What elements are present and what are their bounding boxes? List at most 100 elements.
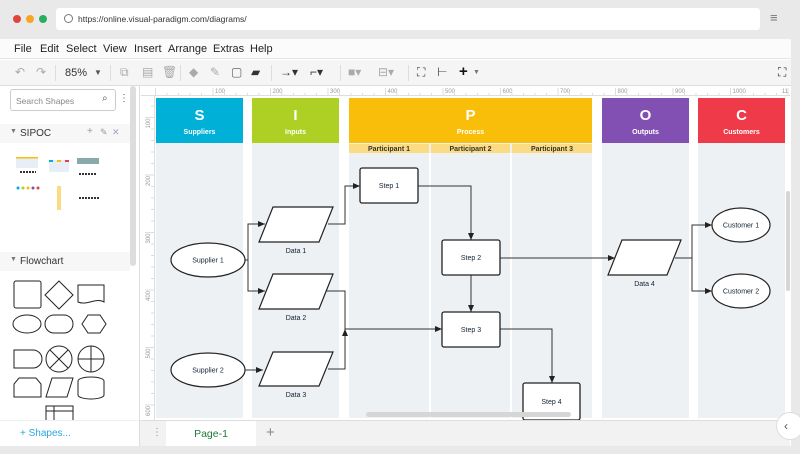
- zoom-dropdown-icon[interactable]: ▼: [94, 68, 102, 77]
- tab-page-1[interactable]: Page-1: [166, 421, 256, 447]
- close-icon[interactable]: ✕: [112, 127, 120, 137]
- step-1[interactable]: [359, 167, 419, 204]
- page-menu-icon[interactable]: ⋮: [152, 427, 162, 438]
- horizontal-scrollbar[interactable]: [366, 412, 571, 417]
- supplier-2-label: Supplier 2: [192, 368, 224, 375]
- add-page-icon[interactable]: +: [266, 424, 275, 441]
- url-bar[interactable]: https://online.visual-paradigm.com/diagr…: [56, 8, 760, 30]
- fit-width-icon[interactable]: ⊢: [437, 65, 448, 79]
- ruler-label: 500: [445, 89, 456, 95]
- menu-view[interactable]: View: [103, 43, 127, 55]
- paste-icon[interactable]: ▤: [142, 65, 154, 79]
- menu-arrange[interactable]: Arrange: [168, 43, 208, 55]
- collapse-icon: ▼: [10, 256, 17, 263]
- sipoc-shape-thumbnails[interactable]: [10, 152, 110, 212]
- section-title: SIPOC: [20, 128, 52, 139]
- menu-edit[interactable]: Edit: [40, 43, 59, 55]
- menu-file[interactable]: File: [14, 43, 32, 55]
- menu-help[interactable]: Help: [250, 43, 273, 55]
- data-2[interactable]: [258, 273, 334, 310]
- arrange-icon[interactable]: ■▾: [348, 65, 362, 79]
- fill-color-icon[interactable]: ◆: [189, 65, 199, 79]
- supplier-2[interactable]: [170, 352, 246, 388]
- menu-insert[interactable]: Insert: [134, 43, 162, 55]
- maximize-dot[interactable]: [39, 15, 47, 23]
- connector: [328, 329, 348, 370]
- ruler-label: 200: [273, 89, 284, 95]
- ruler-label: 800: [618, 89, 629, 95]
- participant-header: [431, 144, 510, 153]
- step-3-label: Step 3: [461, 327, 481, 334]
- insert-icon[interactable]: +: [459, 63, 468, 80]
- copy-icon[interactable]: ⧉: [120, 65, 129, 79]
- ruler-label: 300: [330, 89, 341, 95]
- align-icon[interactable]: ⊟▾: [378, 65, 395, 79]
- search-icon[interactable]: ⌕: [102, 93, 108, 104]
- section-sipoc[interactable]: ▼SIPOC + ✎ ✕: [0, 124, 130, 143]
- participant-header: [349, 144, 429, 153]
- minimize-dot[interactable]: [26, 15, 34, 23]
- supplier-1[interactable]: [170, 242, 246, 278]
- connector: [500, 328, 555, 383]
- window-frame: [0, 446, 800, 454]
- line-color-icon[interactable]: ✎: [210, 65, 221, 79]
- ruler-label: 1000: [733, 89, 747, 95]
- zoom-select[interactable]: 85%: [65, 67, 88, 79]
- data-2-label: Data 2: [286, 315, 307, 322]
- sidebar-scrollbar[interactable]: [130, 86, 136, 266]
- ruler-label: 400: [146, 290, 152, 301]
- step-2[interactable]: [441, 239, 501, 276]
- add-icon[interactable]: +: [87, 126, 93, 137]
- divider: [110, 65, 111, 81]
- step-3[interactable]: [441, 311, 501, 348]
- more-icon[interactable]: ⋮: [119, 93, 129, 104]
- redo-icon[interactable]: ↷: [36, 65, 47, 79]
- lane-header-suppliers[interactable]: [156, 98, 243, 143]
- ruler-label: 600: [146, 405, 152, 416]
- fullscreen-icon[interactable]: ⛶: [778, 65, 787, 79]
- data-1[interactable]: [258, 206, 334, 243]
- undo-icon[interactable]: ↶: [15, 65, 26, 79]
- participant-label: Participant 3: [531, 146, 573, 153]
- lane-title: Process: [457, 129, 484, 136]
- lane-header-process[interactable]: [349, 98, 592, 143]
- customer-1[interactable]: [711, 207, 771, 243]
- section-flowchart[interactable]: ▼Flowchart: [0, 252, 130, 271]
- menu-extras[interactable]: Extras: [213, 43, 245, 55]
- close-dot[interactable]: [13, 15, 21, 23]
- lane-header-outputs[interactable]: [602, 98, 689, 143]
- data-3[interactable]: [258, 351, 334, 387]
- divider: [271, 65, 272, 81]
- fit-page-icon[interactable]: ⛶: [417, 65, 426, 79]
- collapse-panel-button[interactable]: ‹: [776, 412, 800, 440]
- shadow-icon[interactable]: ▢: [231, 65, 243, 79]
- toolbar: ↶ ↷ 85% ▼ ⧉ ▤ 🗑 ◆ ✎ ▢ ▰ →▾ ⌐▾ ■▾ ⊟▾ ⛶ ⊢ …: [0, 60, 800, 86]
- vertical-scrollbar[interactable]: [786, 191, 790, 291]
- participant-label: Participant 2: [449, 146, 491, 153]
- insert-dropdown-icon[interactable]: ▼: [473, 69, 480, 76]
- step-4[interactable]: [522, 382, 581, 420]
- step-1-label: Step 1: [379, 183, 399, 190]
- lane-title: Suppliers: [184, 129, 216, 136]
- lane-header-inputs[interactable]: [252, 98, 339, 143]
- step-2-label: Step 2: [461, 255, 481, 262]
- data-3-label: Data 3: [286, 392, 307, 399]
- lane-title: Customers: [723, 129, 760, 136]
- lane-header-customers[interactable]: [698, 98, 785, 143]
- data-4[interactable]: [607, 239, 682, 276]
- search-shapes-input[interactable]: Search Shapes: [10, 89, 116, 111]
- edit-icon[interactable]: ✎: [100, 127, 108, 137]
- customer-2[interactable]: [711, 273, 771, 309]
- menu-select[interactable]: Select: [66, 43, 97, 55]
- format-painter-icon[interactable]: ▰: [251, 65, 261, 79]
- ruler-label: 400: [388, 89, 399, 95]
- connector-style-icon[interactable]: →▾: [280, 65, 299, 79]
- section-title: Flowchart: [20, 256, 64, 267]
- more-shapes-button[interactable]: + Shapes...: [20, 428, 71, 439]
- flowchart-shape-thumbnails[interactable]: [10, 278, 110, 420]
- waypoint-icon[interactable]: ⌐▾: [310, 65, 324, 79]
- browser-menu-icon[interactable]: ≡: [770, 10, 778, 25]
- delete-icon[interactable]: 🗑: [162, 65, 178, 79]
- participant-label: Participant 1: [368, 146, 410, 153]
